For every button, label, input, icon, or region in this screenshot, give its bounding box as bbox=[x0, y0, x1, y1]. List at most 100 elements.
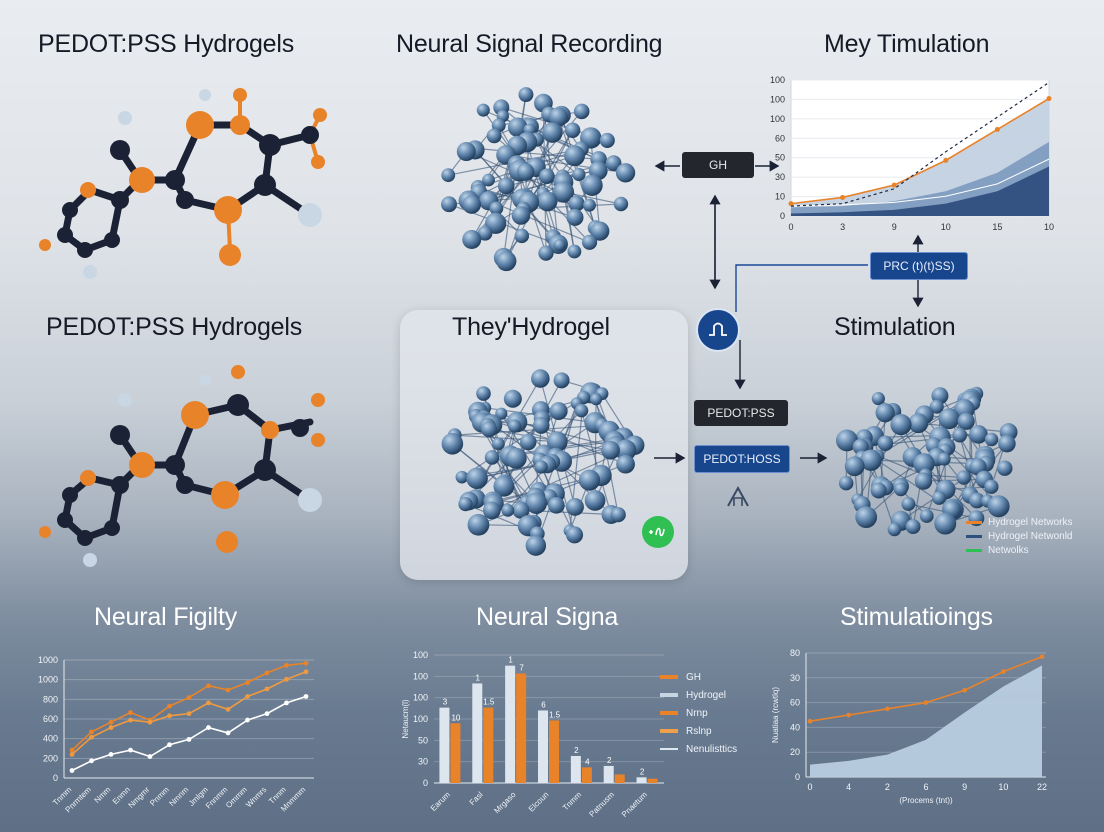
sphere bbox=[542, 122, 563, 143]
sphere bbox=[578, 469, 601, 491]
sphere bbox=[564, 122, 581, 139]
point-series-2 bbox=[167, 713, 172, 719]
tag-pedot-hoss[interactable]: PEDOT:HOSS bbox=[694, 445, 790, 473]
sphere bbox=[501, 503, 515, 517]
point-series-2 bbox=[69, 752, 75, 757]
legend-swatch-3 bbox=[966, 548, 982, 552]
sphere bbox=[525, 535, 547, 556]
sphere bbox=[894, 482, 908, 497]
signal-node-icon[interactable] bbox=[696, 308, 740, 352]
point-series-1 bbox=[167, 703, 172, 709]
point-series-2 bbox=[264, 686, 270, 692]
y-tick-label: 800 bbox=[43, 694, 58, 704]
point-series-1 bbox=[128, 710, 133, 715]
sphere bbox=[532, 417, 550, 434]
sphere bbox=[890, 414, 912, 436]
bar-gh bbox=[549, 720, 559, 783]
point-series-1 bbox=[186, 695, 192, 700]
sphere bbox=[616, 454, 635, 474]
point-orange bbox=[943, 157, 949, 163]
sphere bbox=[905, 519, 921, 535]
sphere bbox=[855, 506, 878, 529]
bar-legend-swatch-4 bbox=[660, 729, 678, 733]
sphere bbox=[934, 512, 957, 535]
signal-icon-green bbox=[642, 516, 674, 548]
x-tick-label: Ommm bbox=[224, 785, 249, 810]
point-series-2 bbox=[147, 719, 153, 725]
point-series-3 bbox=[303, 694, 309, 699]
sphere bbox=[514, 228, 530, 244]
sphere bbox=[462, 229, 482, 250]
sphere bbox=[913, 453, 935, 475]
x-tick-label: 2 bbox=[885, 782, 890, 792]
sphere bbox=[482, 173, 495, 187]
x-tick-label: 4 bbox=[846, 782, 851, 792]
sphere bbox=[549, 402, 568, 421]
point-series bbox=[885, 706, 890, 712]
sphere bbox=[599, 132, 615, 148]
sphere bbox=[518, 87, 534, 103]
y-tick-label: 80 bbox=[790, 648, 800, 658]
sphere bbox=[583, 198, 596, 212]
x-tick-label: 9 bbox=[892, 222, 897, 232]
x-tick-label: 22 bbox=[1037, 782, 1047, 792]
sphere bbox=[572, 167, 586, 182]
y-axis-label: Nuatiaa (rcwtlq) bbox=[771, 687, 780, 743]
title-bottom-center: Neural Signa bbox=[476, 603, 619, 631]
bar-legend-label-4: Rslnp bbox=[686, 725, 712, 737]
sphere bbox=[481, 421, 498, 438]
bar-legend-label-5: Nenulisttics bbox=[686, 743, 738, 755]
sphere bbox=[938, 408, 960, 430]
sphere bbox=[482, 501, 501, 520]
point-series-2 bbox=[245, 694, 250, 699]
tag-prc[interactable]: PRC (t)(t)SS) bbox=[870, 252, 968, 280]
sphere bbox=[956, 470, 971, 485]
bond-line bbox=[923, 478, 985, 482]
point-series-2 bbox=[128, 717, 133, 723]
hydrogel-cluster-right bbox=[835, 386, 1018, 537]
sphere bbox=[455, 470, 469, 484]
bond-line bbox=[454, 434, 558, 443]
sphere bbox=[601, 440, 620, 460]
point-orange bbox=[1046, 96, 1052, 102]
bar-legend-swatch-1 bbox=[660, 675, 678, 679]
tag-pedot-pss[interactable]: PEDOT:PSS bbox=[694, 400, 788, 426]
point-series-2 bbox=[108, 725, 114, 730]
bar-chart-legend: GH Hydrogel Nrnp Rslnp Nenulisttics bbox=[660, 668, 737, 758]
y-tick-label: 0 bbox=[795, 772, 800, 782]
y-tick-label: 100 bbox=[770, 94, 785, 104]
sphere bbox=[547, 496, 565, 514]
legend-swatch-2 bbox=[966, 534, 982, 538]
line-series-dashed bbox=[790, 81, 1050, 207]
bar-data-label: 2 bbox=[574, 746, 579, 755]
sphere bbox=[441, 432, 464, 455]
tag-gh[interactable]: GH bbox=[682, 152, 754, 178]
point-series bbox=[1039, 654, 1045, 660]
area-series-3 bbox=[791, 166, 1049, 216]
sphere bbox=[835, 429, 858, 452]
point-series-2 bbox=[206, 700, 211, 706]
sphere bbox=[573, 103, 590, 120]
sphere bbox=[525, 492, 548, 514]
sphere bbox=[969, 492, 985, 509]
y-tick-label: 1000 bbox=[38, 655, 58, 665]
point-series-1 bbox=[108, 719, 114, 725]
sphere bbox=[908, 413, 929, 434]
sphere bbox=[507, 117, 528, 138]
point-series-1 bbox=[303, 660, 309, 666]
sphere bbox=[590, 393, 603, 406]
sphere bbox=[520, 433, 537, 451]
sphere bbox=[553, 372, 570, 389]
hydrogel-cluster-center bbox=[441, 369, 645, 556]
bar-gh bbox=[614, 774, 625, 783]
electrode-icon bbox=[727, 485, 749, 507]
point-series bbox=[807, 718, 813, 724]
wave-glyph bbox=[649, 527, 665, 537]
bar-gh bbox=[581, 767, 592, 783]
x-tick-label: Mrgaso bbox=[492, 790, 518, 816]
bar-gh bbox=[647, 778, 658, 783]
point-series-1 bbox=[264, 670, 270, 676]
sphere bbox=[932, 491, 946, 505]
title-top-right: Mey Timulation bbox=[824, 30, 990, 58]
sphere bbox=[997, 460, 1013, 476]
